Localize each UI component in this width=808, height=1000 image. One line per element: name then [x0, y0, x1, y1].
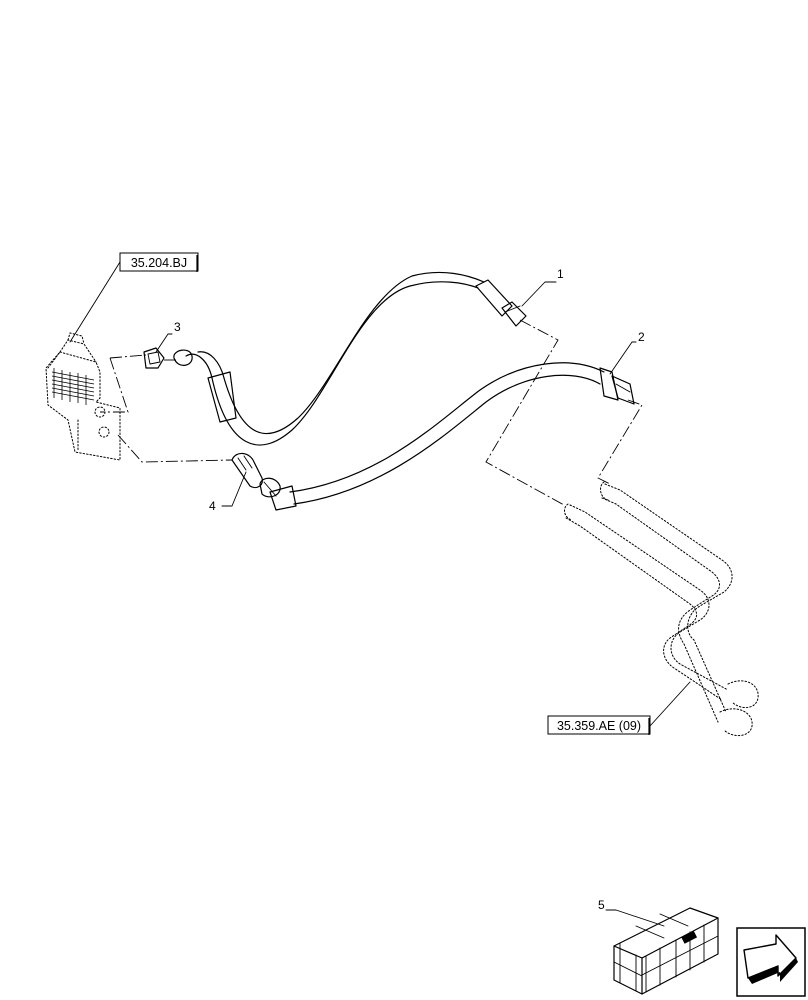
svg-text:5: 5 — [598, 898, 605, 912]
elbow-4 — [231, 452, 281, 498]
svg-text:35.204.BJ: 35.204.BJ — [131, 256, 187, 270]
callout-4: 4 — [209, 471, 247, 513]
cooler-ref-leader — [649, 681, 691, 727]
cooler-ref-label: 35.359.AE (09) — [547, 715, 651, 735]
cooler-lines — [564, 481, 759, 736]
callout-1: 1 — [521, 267, 564, 307]
valve-block — [45, 332, 121, 461]
hose-2 — [269, 362, 635, 511]
valve-ref-label: 35.204.BJ — [119, 252, 199, 272]
valve-ref-leader — [69, 254, 121, 343]
crate-icon — [613, 907, 719, 995]
callout-5: 5 — [598, 898, 665, 927]
hose-1 — [173, 271, 527, 446]
svg-text:4: 4 — [209, 499, 216, 513]
callout-2: 2 — [609, 330, 645, 375]
connection-lines — [100, 319, 643, 506]
svg-text:2: 2 — [638, 330, 645, 344]
svg-text:1: 1 — [557, 267, 564, 281]
arrow-icon[interactable] — [736, 927, 806, 997]
callout-3: 3 — [155, 320, 181, 353]
fitting-3 — [143, 347, 165, 369]
svg-text:3: 3 — [174, 320, 181, 334]
svg-text:35.359.AE (09): 35.359.AE (09) — [557, 719, 641, 733]
